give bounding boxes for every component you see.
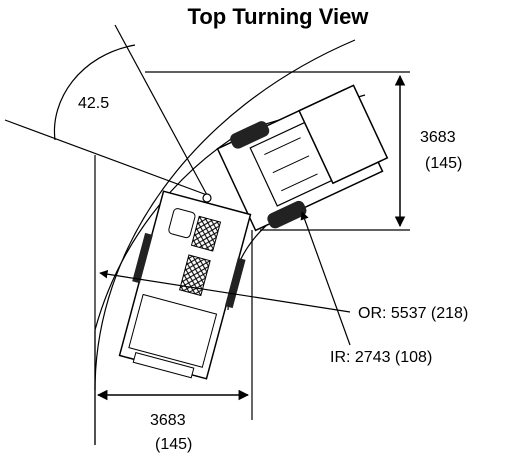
height-dimension-value: 3683 bbox=[420, 129, 456, 146]
angle-arc bbox=[53, 44, 136, 141]
pivot-point bbox=[202, 193, 212, 203]
diagram-title: Top Turning View bbox=[187, 4, 369, 29]
height-dimension-inches: (145) bbox=[425, 155, 462, 172]
forklift-front bbox=[118, 190, 252, 380]
outer-radius-arrow bbox=[99, 270, 351, 313]
forklift-rear bbox=[216, 84, 389, 232]
angle-label: 42.5 bbox=[78, 95, 109, 112]
angle-line-b bbox=[4, 119, 208, 196]
angle-line-a bbox=[114, 24, 208, 196]
outer-turn-arc-curve bbox=[94, 39, 356, 391]
width-dimension-inches: (145) bbox=[155, 436, 192, 453]
inner-radius-arrow bbox=[300, 211, 351, 346]
outer-turn-arc bbox=[94, 94, 366, 445]
inner-radius-label: IR: 2743 (108) bbox=[330, 349, 432, 366]
outer-radius-label: OR: 5537 (218) bbox=[358, 305, 468, 322]
width-dimension-value: 3683 bbox=[150, 412, 186, 429]
